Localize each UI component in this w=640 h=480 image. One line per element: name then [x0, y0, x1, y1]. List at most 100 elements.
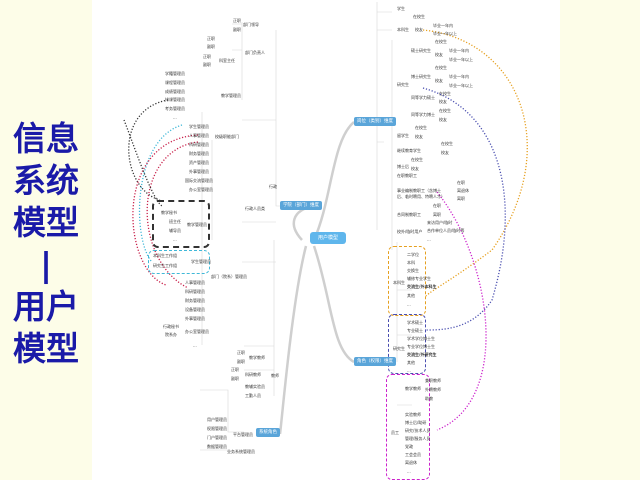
- node-career-staff[interactable]: 事业编制教职工（含博士后、临时聘用、特聘人才）: [397, 188, 445, 199]
- node-leaf[interactable]: 用户管理员: [207, 417, 227, 422]
- hub-roles[interactable]: 角色（权限）维度: [354, 357, 396, 366]
- node-leaf[interactable]: 离职: [433, 212, 441, 217]
- node-leaf[interactable]: 交流生/外研究生: [407, 352, 437, 357]
- node-leaf[interactable]: 本科生工作组: [153, 253, 177, 258]
- node-leaf[interactable]: 助教: [425, 396, 433, 401]
- hub-people[interactable]: 岗位（类别）维度: [354, 117, 396, 126]
- node-leaf[interactable]: 在校生: [435, 65, 447, 70]
- node-leaf[interactable]: 在校生: [435, 39, 447, 44]
- node-leaf[interactable]: 在校生: [439, 108, 451, 113]
- node-leaf[interactable]: ...: [173, 115, 177, 120]
- node-group-admin[interactable]: 行政: [269, 184, 277, 189]
- node-eq-master[interactable]: 同等学力硕士: [411, 95, 435, 100]
- node-leaf[interactable]: 成绩管理员: [165, 89, 185, 94]
- node-leaf[interactable]: ...: [407, 469, 411, 474]
- node-leaf[interactable]: 副职: [231, 376, 239, 381]
- node-leaf[interactable]: ...: [193, 343, 197, 348]
- node-orange-group[interactable]: 本科生: [393, 280, 405, 285]
- node-contract-staff[interactable]: 合同制教职工: [397, 212, 421, 217]
- hub-platform[interactable]: 系统角色: [256, 428, 280, 437]
- node-student[interactable]: 学生: [397, 6, 405, 11]
- node-leaf[interactable]: 学籍管理员: [165, 71, 185, 76]
- node-leaf[interactable]: 教学秘书: [161, 210, 177, 215]
- node-leaf[interactable]: 管理/服务人员: [405, 436, 431, 441]
- node-leaf[interactable]: 校友: [441, 150, 449, 155]
- node-leaf[interactable]: 正职: [203, 54, 211, 59]
- node-leaf[interactable]: 财务管理员: [185, 298, 205, 303]
- node-leaf[interactable]: 在职: [457, 180, 465, 185]
- node-leaf[interactable]: 外聘教师: [425, 387, 441, 392]
- node-leaf[interactable]: 在职: [433, 203, 441, 208]
- node-leaf[interactable]: 实验教师: [405, 412, 421, 417]
- node-teachers[interactable]: 教师: [271, 373, 279, 378]
- node-leaf[interactable]: 课程管理员: [165, 80, 185, 85]
- node-leaf[interactable]: 办公室管理员: [185, 329, 209, 334]
- node-leaf[interactable]: 毕业一年以上: [449, 57, 473, 62]
- node-leaf[interactable]: 交流生/外本科生: [407, 284, 437, 289]
- node-leaf[interactable]: 在校生: [415, 125, 427, 130]
- node-leaf[interactable]: 专业学位博士生: [407, 344, 435, 349]
- node-leaf[interactable]: 人事管理员: [185, 280, 205, 285]
- node-leaf[interactable]: 行政秘书: [163, 324, 179, 329]
- node-leaf[interactable]: 学术学位博士生: [407, 336, 435, 341]
- node-leaf[interactable]: 专业硕士: [407, 328, 423, 333]
- node-leaf[interactable]: 副职: [207, 44, 215, 49]
- node-leaf[interactable]: 考务管理员: [165, 106, 185, 111]
- node-leaf[interactable]: ...: [407, 368, 411, 373]
- hub-org[interactable]: 学院（部门）维度: [280, 201, 322, 210]
- node-leaf[interactable]: 在校生: [411, 157, 423, 162]
- node-leaf[interactable]: 外事管理员: [189, 169, 209, 174]
- node-leaf[interactable]: 正职: [231, 367, 239, 372]
- node-external[interactable]: 校外/临时用户: [397, 229, 423, 234]
- node-blue-group[interactable]: 研究生: [393, 346, 405, 351]
- node-teaching-admin[interactable]: 教学管理员: [221, 93, 241, 98]
- node-dept-leader[interactable]: 部门领导: [243, 22, 259, 27]
- node-leaf[interactable]: 校友: [439, 117, 447, 122]
- node-leaf[interactable]: 毕业一年内: [433, 23, 453, 28]
- node-leaf[interactable]: 辅修专业学生: [407, 276, 431, 281]
- node-leaf[interactable]: 校友: [411, 166, 419, 171]
- node-master[interactable]: 硕士研究生: [411, 48, 431, 53]
- node-leaf[interactable]: 科研管理员: [185, 289, 205, 294]
- node-leaf[interactable]: 学生管理员: [189, 124, 209, 129]
- node-leaf[interactable]: 二学位: [407, 252, 419, 257]
- node-leaf[interactable]: 在校生: [439, 91, 451, 96]
- node-leaf[interactable]: 校友: [435, 78, 443, 83]
- node-leaf[interactable]: 排课管理员: [165, 97, 185, 102]
- node-leaf[interactable]: ...: [407, 302, 411, 307]
- node-leaf[interactable]: 其他: [407, 360, 415, 365]
- node-research-teacher[interactable]: 科研教师: [245, 372, 261, 377]
- node-leaf[interactable]: 校友: [439, 99, 447, 104]
- node-teaching-teacher[interactable]: 教学教师: [249, 355, 265, 360]
- node-leaf[interactable]: 离退休: [457, 188, 469, 193]
- node-black-group[interactable]: 教学管理员: [187, 222, 207, 227]
- node-magenta-group[interactable]: 员工: [391, 430, 399, 435]
- node-phd[interactable]: 博士研究生: [411, 74, 431, 79]
- node-dept-head[interactable]: 部门负责人: [245, 50, 265, 55]
- node-leaf[interactable]: 数据管理员: [207, 444, 227, 449]
- node-postdoc[interactable]: 博士后: [397, 164, 409, 169]
- node-leaf[interactable]: 副职: [237, 359, 245, 364]
- node-leaf[interactable]: 研究生工作组: [153, 263, 177, 268]
- node-college-manage[interactable]: 部门（院系）管理员: [211, 274, 247, 279]
- node-leaf[interactable]: 本科: [407, 260, 415, 265]
- node-leaf[interactable]: 在校生: [413, 14, 425, 19]
- node-intl[interactable]: 留学生: [397, 133, 409, 138]
- node-leaf[interactable]: 离退休: [405, 460, 417, 465]
- node-admin-staff[interactable]: 行政人员类: [245, 206, 265, 211]
- node-leaf[interactable]: 毕业一年内: [449, 48, 469, 53]
- node-leaf[interactable]: 权限管理员: [207, 426, 227, 431]
- node-eq-phd[interactable]: 同等学力博士: [411, 112, 435, 117]
- node-alumni[interactable]: 校友: [415, 27, 423, 32]
- node-dept-manage[interactable]: 校级职能部门: [215, 134, 239, 139]
- node-leaf[interactable]: 其他: [407, 293, 415, 298]
- node-lab-staff[interactable]: 教辅实验员: [245, 384, 265, 389]
- node-platform-admin[interactable]: 平台管理员: [233, 432, 253, 437]
- node-leaf[interactable]: 毕业一年以上: [449, 83, 473, 88]
- node-staff[interactable]: 在职教职工: [397, 173, 417, 178]
- node-leaf[interactable]: 班主任: [169, 219, 181, 224]
- node-leaf[interactable]: 来访用户/临时: [427, 220, 453, 225]
- node-leaf[interactable]: 学术硕士: [407, 320, 423, 325]
- node-leaf[interactable]: 校友: [415, 134, 423, 139]
- node-leaf[interactable]: 研究/技术人员: [405, 428, 431, 433]
